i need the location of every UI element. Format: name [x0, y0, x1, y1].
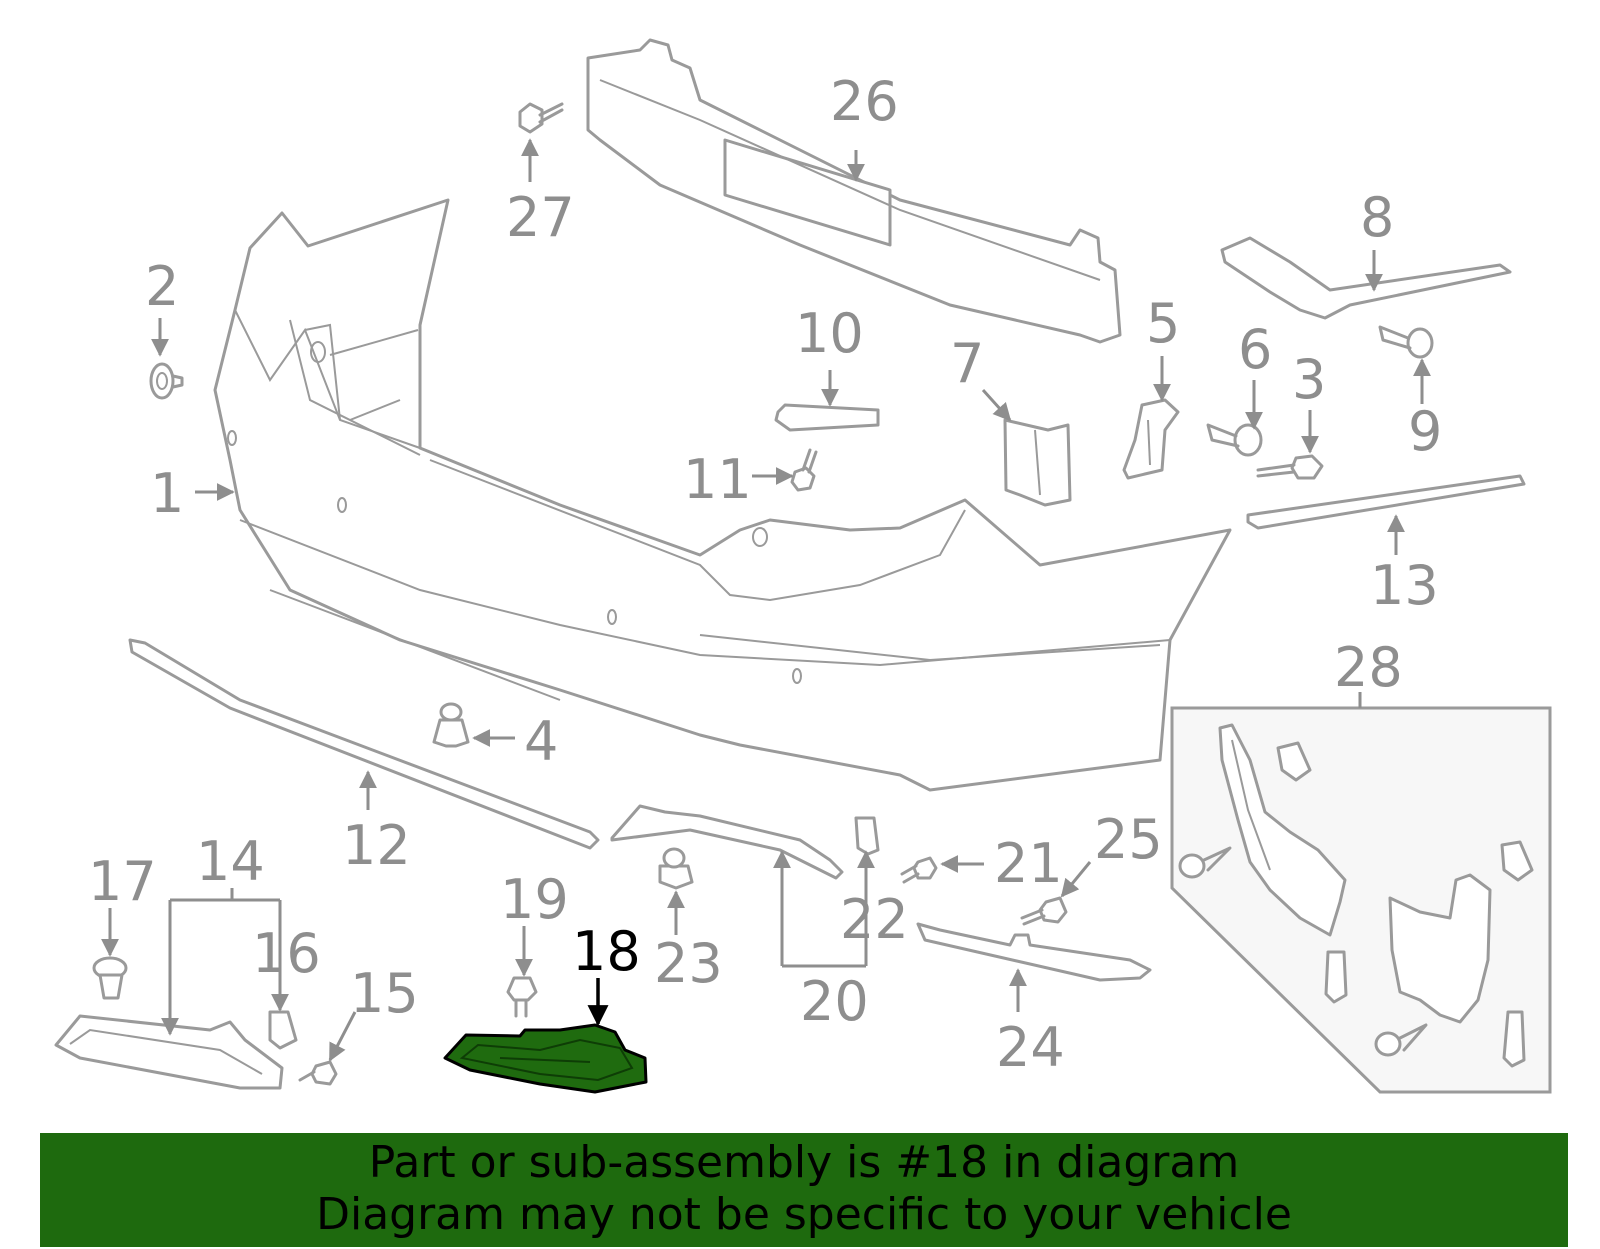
part-10-bracket [774, 403, 880, 432]
callout-27: 27 [506, 186, 575, 249]
part-8-rail [1220, 236, 1512, 320]
part-4-clip [432, 702, 470, 748]
callout-15: 15 [350, 962, 419, 1025]
part-12-strip [128, 638, 600, 850]
callout-14: 14 [196, 830, 265, 893]
part-22-clip [854, 816, 880, 856]
part-5-bracket [1122, 398, 1180, 480]
callout-23: 23 [654, 932, 723, 995]
parts-diagram: 1 2 3 4 5 6 7 8 9 10 11 12 13 14 15 16 1… [54, 38, 1552, 1094]
callout-12: 12 [342, 814, 411, 877]
banner-line-2: Diagram may not be specific to your vehi… [316, 1189, 1292, 1240]
part-6-screw [1206, 423, 1263, 457]
callout-7: 7 [950, 332, 984, 395]
part-14-reflector [54, 1014, 284, 1090]
callout-arrows [101, 138, 1431, 1062]
banner-line-1: Part or sub-assembly is #18 in diagram [368, 1137, 1240, 1188]
callout-9: 9 [1408, 400, 1442, 463]
part-11-bolt [790, 448, 818, 492]
part-26-reinforcement [586, 38, 1122, 344]
callout-17: 17 [88, 850, 157, 913]
part-23-clip [658, 847, 694, 890]
part-16-clip [268, 1010, 298, 1050]
callout-18[interactable]: 18 [572, 920, 641, 983]
part-9-screw [1378, 325, 1434, 359]
part-27-bolt [518, 102, 564, 134]
part-21-bolt [900, 856, 938, 884]
callout-10: 10 [795, 302, 864, 365]
callout-25: 25 [1094, 808, 1163, 871]
callout-22: 22 [840, 888, 909, 951]
part-3-bolt [1256, 454, 1324, 480]
callout-16: 16 [252, 922, 321, 985]
part-28-mudflap-kit [1170, 706, 1552, 1094]
callout-labels: 1 2 3 4 5 6 7 8 9 10 11 12 13 14 15 16 1… [88, 70, 1442, 1079]
callout-8: 8 [1360, 186, 1394, 249]
part-7-bracket [1003, 418, 1072, 507]
part-15-bolt [298, 1060, 338, 1086]
part-18-highlighted[interactable] [443, 1023, 648, 1094]
callout-6: 6 [1238, 318, 1272, 381]
callout-26: 26 [830, 70, 899, 133]
callout-28: 28 [1334, 636, 1403, 699]
part-20-bracket [610, 804, 844, 880]
callout-1: 1 [150, 462, 184, 525]
callout-20: 20 [800, 970, 869, 1033]
callout-19: 19 [500, 868, 569, 931]
callout-11: 11 [683, 448, 752, 511]
callout-2: 2 [145, 255, 179, 318]
callout-3: 3 [1292, 348, 1326, 411]
callout-24: 24 [996, 1016, 1065, 1079]
part-19-bolt [506, 976, 538, 1018]
callout-4: 4 [524, 710, 558, 773]
part-1-bumper-cover [213, 198, 1232, 792]
part-25-bolt [1020, 896, 1068, 926]
callout-21: 21 [994, 832, 1063, 895]
part-17-clip [92, 956, 128, 1000]
part-2-clip [149, 362, 184, 400]
part-24-strip [916, 922, 1152, 982]
callout-5: 5 [1146, 292, 1180, 355]
callout-13: 13 [1370, 554, 1439, 617]
info-banner: Part or sub-assembly is #18 in diagram D… [40, 1133, 1568, 1247]
part-13-strip [1246, 474, 1526, 530]
